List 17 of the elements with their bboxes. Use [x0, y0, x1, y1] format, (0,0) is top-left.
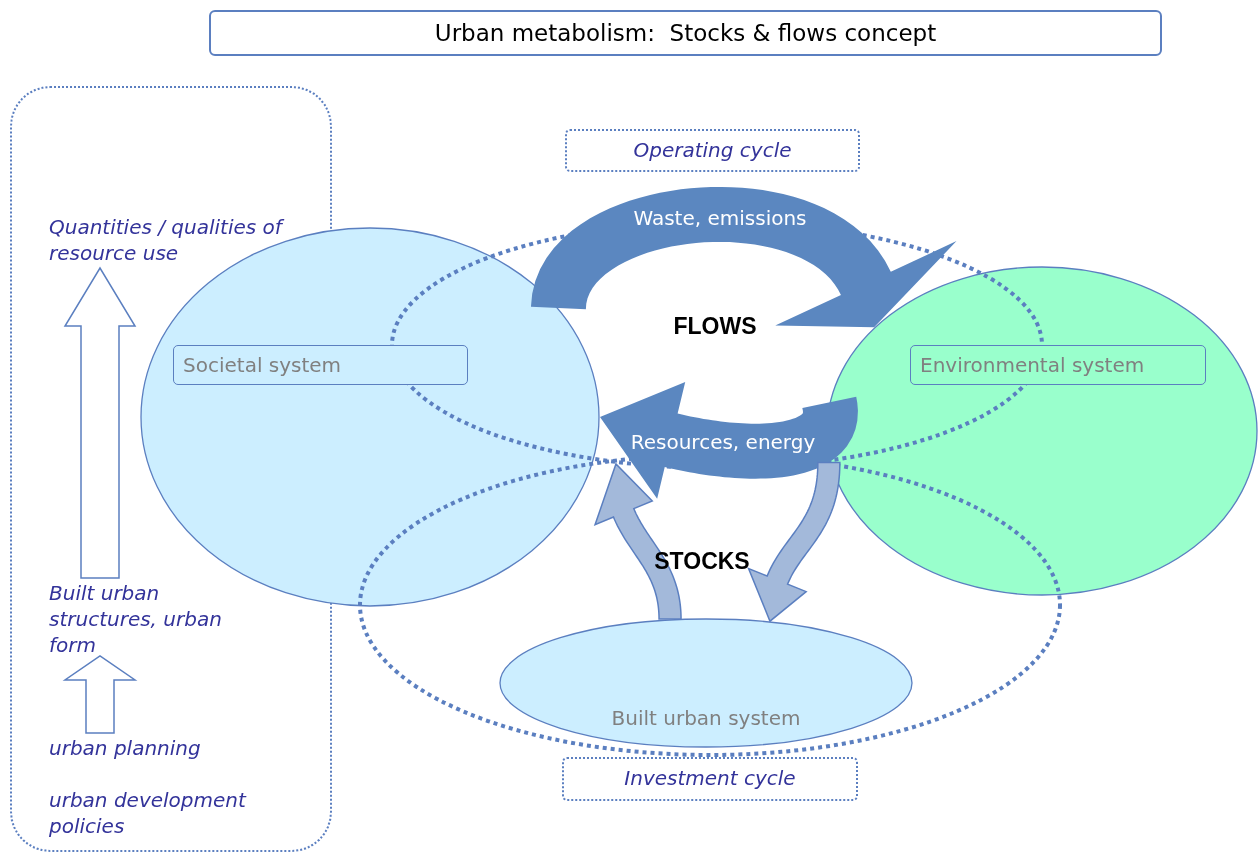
system-label: Environmental system	[910, 345, 1206, 385]
edge-label: Waste, emissions	[632, 206, 808, 230]
flow-arrow	[530, 186, 957, 328]
system-label: Built urban system	[610, 705, 802, 732]
cycle-label: Operating cycle	[565, 129, 860, 172]
flow-arrow	[600, 382, 858, 499]
system-label: Societal system	[173, 345, 468, 385]
diagram-title: Urban metabolism: Stocks & flows concept	[209, 10, 1162, 56]
edge-label: Resources, energy	[629, 430, 817, 454]
annotation-text: Quantities / qualities of resource use	[49, 214, 319, 266]
annotation-text: urban development policies	[49, 787, 248, 839]
annotation-text: Built urban structures, urban form	[49, 580, 223, 658]
hollow-arrow	[63, 266, 137, 579]
hollow-arrow	[62, 655, 138, 734]
section-label: FLOWS	[672, 311, 758, 341]
cycle-label: Investment cycle	[562, 757, 858, 801]
annotation-text: urban planning	[49, 735, 202, 761]
